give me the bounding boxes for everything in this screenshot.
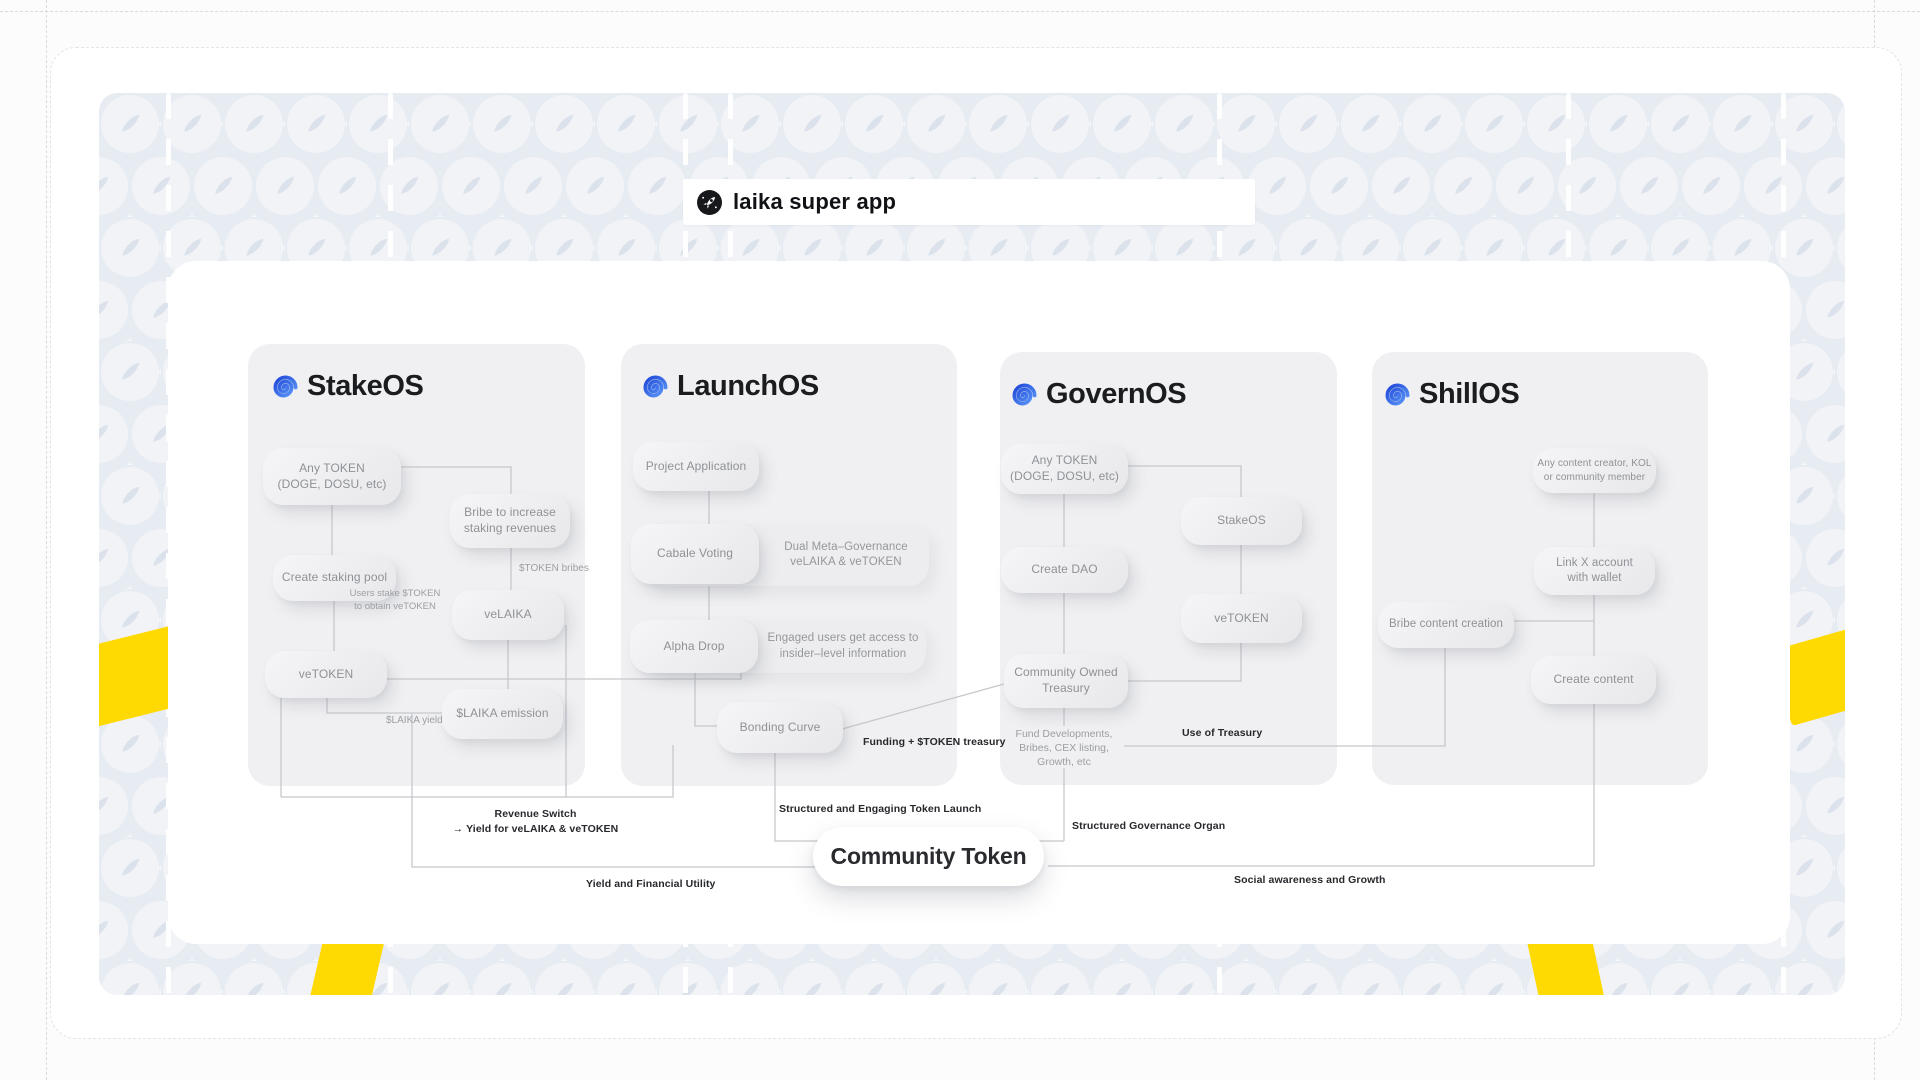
label-token-bribes: $TOKEN bribes: [519, 563, 589, 574]
node-velaika: veLAIKA: [452, 590, 564, 640]
node-bribe-increase: Bribe to increase staking revenues: [450, 494, 570, 548]
layout-guide-left: [46, 0, 47, 1080]
label-funding-treasury: Funding + $TOKEN treasury: [863, 736, 1006, 748]
spiral-icon: [643, 375, 668, 397]
node-any-token-governos: Any TOKEN (DOGE, DOSU, etc): [1001, 444, 1128, 494]
wide-node-text: Engaged users get access to insider–leve…: [767, 632, 919, 660]
node-create-content: Create content: [1531, 656, 1656, 704]
node-laika-emission: $LAIKA emission: [442, 689, 563, 739]
node-alpha-drop: Alpha Drop: [630, 620, 758, 673]
label-laika-yield: $LAIKA yield: [386, 715, 443, 726]
header-stakeos: StakeOS: [273, 369, 424, 402]
column-title: StakeOS: [307, 369, 424, 402]
node-link-x-account: Link X account with wallet: [1534, 547, 1655, 595]
column-title: LaunchOS: [677, 369, 819, 402]
node-project-application: Project Application: [633, 442, 759, 491]
node-vetoken-governos: veTOKEN: [1181, 594, 1302, 643]
label-structured-governance: Structured Governance Organ: [1072, 820, 1226, 832]
node-any-token: Any TOKEN (DOGE, DOSU, etc): [263, 448, 401, 505]
label-structured-launch: Structured and Engaging Token Launch: [779, 803, 982, 815]
layout-guide-top: [0, 11, 1920, 12]
spiral-icon: [1385, 383, 1410, 405]
label-social-awareness: Social awareness and Growth: [1234, 874, 1386, 886]
spiral-icon: [273, 375, 298, 397]
node-bribe-content: Bribe content creation: [1378, 602, 1514, 648]
header-governos: GovernOS: [1012, 377, 1187, 410]
label-use-of-treasury: Use of Treasury: [1182, 727, 1263, 739]
node-vetoken: veTOKEN: [265, 651, 387, 698]
spiral-icon: [1012, 383, 1037, 405]
label-yield-utility: Yield and Financial Utility: [586, 878, 716, 890]
label-users-stake: Users stake $TOKEN to obtain veTOKEN: [349, 588, 441, 612]
node-bonding-curve: Bonding Curve: [717, 702, 843, 753]
header-launchos: LaunchOS: [643, 369, 819, 402]
node-cabale-voting: Cabale Voting: [631, 524, 759, 584]
column-title: GovernOS: [1046, 377, 1187, 410]
rocket-badge-icon: [697, 189, 722, 215]
app-title-banner: laika super app: [683, 179, 1255, 225]
app-title: laika super app: [733, 189, 897, 214]
label-revenue-switch: Revenue Switch → Yield for veLAIKA & veT…: [452, 808, 619, 836]
header-shillos: ShillOS: [1385, 377, 1520, 410]
node-stakeos-ref: StakeOS: [1181, 497, 1302, 545]
column-title: ShillOS: [1419, 377, 1520, 410]
node-community-token: Community Token: [813, 827, 1044, 886]
label-fund-developments: Fund Developments, Bribes, CEX listing, …: [1015, 728, 1113, 769]
node-any-content-creator: Any content creator, KOL or community me…: [1533, 448, 1656, 493]
wide-node-text: Dual Meta–Governance veLAIKA & veTOKEN: [784, 540, 908, 568]
node-create-staking-pool: Create staking pool: [273, 555, 396, 601]
node-create-dao: Create DAO: [1001, 547, 1128, 593]
node-community-treasury: Community Owned Treasury: [1004, 654, 1128, 708]
